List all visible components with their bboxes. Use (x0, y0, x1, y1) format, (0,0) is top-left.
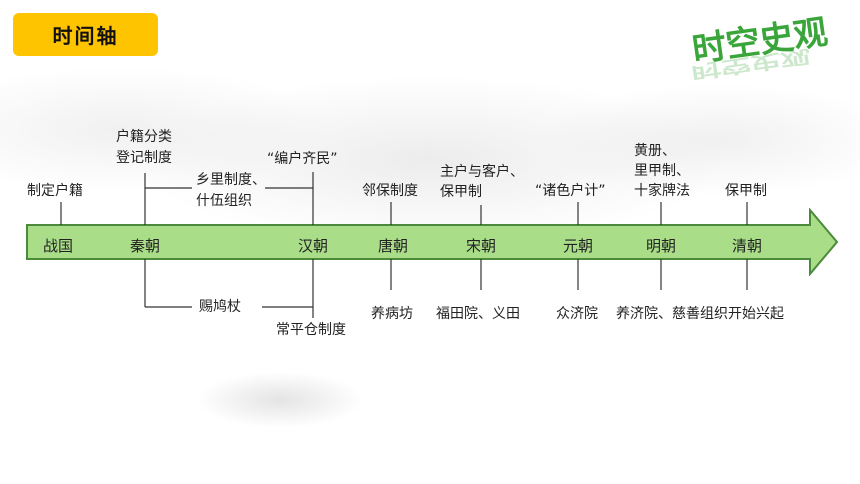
event-label-above: 制定户籍 (27, 183, 83, 199)
dynasty-label: 元朝 (562, 237, 594, 255)
event-label-below: 养病坊 (371, 306, 413, 322)
event-label-above: 户籍分类 (116, 129, 172, 145)
event-label-above: “诸色户计” (535, 183, 606, 199)
event-label-above: 主户与客户、 (440, 164, 524, 180)
event-label-above: 十家牌法 (634, 183, 690, 199)
event-label-above: 里甲制、 (634, 163, 690, 179)
event-label-above: 乡里制度、 (196, 172, 266, 188)
event-label-above: 保甲制 (725, 183, 767, 199)
event-label-above: 黄册、 (634, 143, 676, 159)
dynasty-label: 宋朝 (465, 237, 497, 255)
event-label-below: 养济院、慈善组织开始兴起 (616, 306, 784, 322)
dynasty-label: 唐朝 (377, 237, 409, 255)
event-label-below: 常平仓制度 (276, 322, 346, 338)
dynasty-label: 清朝 (731, 237, 763, 255)
logo: 时空史观 时空史观 (688, 12, 838, 102)
dynasty-label: 明朝 (645, 237, 677, 255)
ink-wash-background (0, 40, 860, 484)
dynasty-label: 汉朝 (297, 237, 329, 255)
event-label-above: 登记制度 (116, 150, 172, 166)
timeline-arrow (25, 207, 840, 277)
event-label-above: 邻保制度 (362, 183, 418, 199)
dynasty-label: 秦朝 (129, 237, 161, 255)
event-label-above: “编户齐民” (267, 151, 338, 167)
event-label-above: 保甲制 (440, 184, 482, 200)
event-label-below: 赐鸠杖 (199, 299, 241, 315)
dynasty-label: 战国 (42, 237, 74, 255)
event-label-below: 福田院、义田 (436, 306, 520, 322)
event-label-above: 什伍组织 (196, 193, 252, 209)
event-label-below: 众济院 (556, 306, 598, 322)
page-title: 时间轴 (13, 13, 158, 56)
